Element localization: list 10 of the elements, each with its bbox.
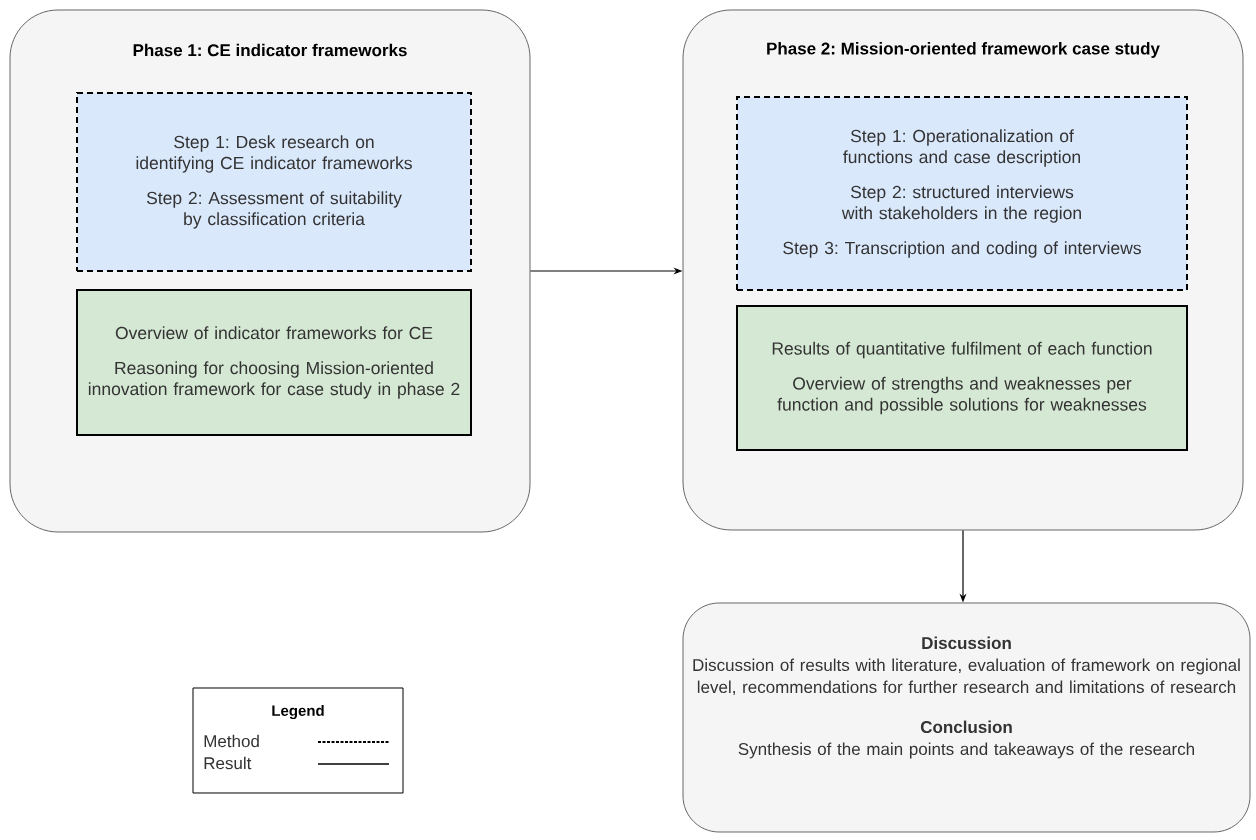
legend-label: Method [204, 734, 259, 748]
conclusion-box: Discussion Discussion of results with literature, evaluation of framework on regional level, recommendations for further research and limitations of research Conclusion Synthesis of the main points and takeaways of the research [682, 602, 1251, 833]
panel-title: Phase 2: Mission-oriented framework case study [767, 42, 1160, 58]
method-box: Step 1: Operationalization of functions and case description Step 2: structured interviews with stakeholders in the region Step 3: Transcription and coding of interviews [736, 96, 1188, 291]
legend-label: Result [204, 756, 252, 770]
panel-title: Phase 1: CE indicator frameworks [133, 43, 407, 57]
result-box: Results of quantitative fulfilment of each function Overview of strengths and weaknesses per function and possible solutions for weaknesses [736, 305, 1188, 451]
legend-title: Legend [272, 704, 324, 719]
result-box: Overview of indicator frameworks for CE Reasoning for choosing Mission-oriented innovation framework for case study in phase 2 [76, 289, 472, 436]
method-box: Step 1: Desk research on identifying CE indicator frameworks Step 2: Assessment of suitability by classification criteria [76, 92, 472, 272]
